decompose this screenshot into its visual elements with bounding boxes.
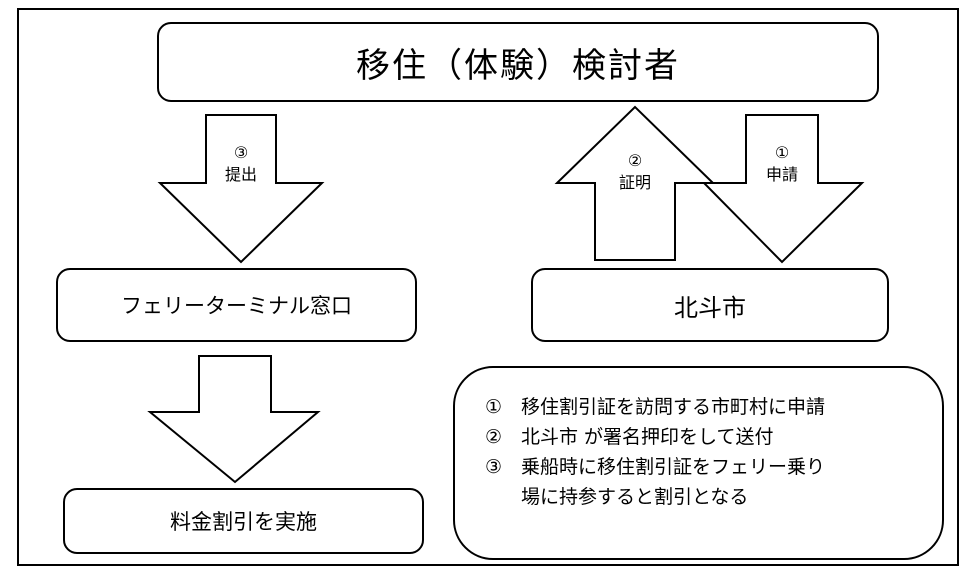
certify-arrow-number: ② [627,151,643,170]
apply-arrow-number: ① [774,143,790,162]
legend-box: ① 移住割引証を訪問する市町村に申請 ② 北斗市 が署名押印をして送付 ③ 乗船… [453,366,944,560]
diagram-frame [17,8,959,566]
certify-arrow-text: 証明 [618,173,651,192]
legend-item: ① 移住割引証を訪問する市町村に申請 [485,392,942,422]
certify-up-arrow [554,105,716,261]
ferry-terminal-box: フェリーターミナル窓口 [56,268,417,342]
legend-item-text: 北斗市 が署名押印をして送付 [521,426,774,448]
migration-candidate-label: 移住（体験）検討者 [356,45,680,86]
apply-down-arrow [701,114,865,264]
legend-item-number: ① [485,396,503,418]
migration-candidate-box: 移住（体験）検討者 [157,22,879,102]
legend-item-number: ② [485,426,503,448]
fare-discount-label: 料金割引を実施 [170,510,317,534]
legend-item: ② 北斗市 が署名押印をして送付 [485,422,942,452]
hokuto-city-box: 北斗市 [531,268,889,342]
ferry-terminal-label: フェリーターミナル窓口 [121,294,352,318]
submit-arrow-label: ③ 提出 [211,142,271,186]
apply-arrow-text: 申請 [765,165,798,184]
legend-item-text: 乗船時に移住割引証をフェリー乗り [521,456,826,478]
fare-discount-box: 料金割引を実施 [63,488,424,554]
submit-down-arrow [157,114,325,264]
legend-item: ③ 乗船時に移住割引証をフェリー乗り [485,452,942,482]
apply-arrow-label: ① 申請 [752,142,812,186]
legend-item-text: 移住割引証を訪問する市町村に申請 [521,396,826,418]
certify-arrow-label: ② 証明 [605,150,665,194]
hokuto-city-label: 北斗市 [674,293,746,322]
legend-item-continuation: 場に持参すると割引となる [521,486,749,508]
discount-down-arrow [147,355,321,484]
submit-arrow-text: 提出 [224,165,257,184]
legend-item-number: ③ [485,456,503,478]
submit-arrow-number: ③ [233,143,249,162]
